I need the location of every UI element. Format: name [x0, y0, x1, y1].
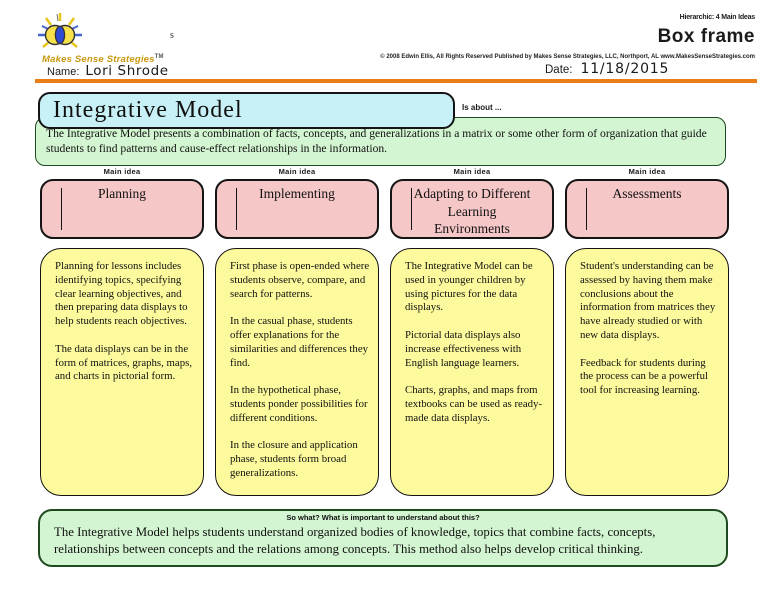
main-idea-heading-box: Implementing — [215, 179, 379, 239]
main-idea-column-assessments: Main idea Assessments Student's understa… — [565, 165, 729, 497]
copyright-text: © 2008 Edwin Ellis, All Rights Reserved … — [380, 54, 755, 60]
detail-text: Planning for lessons includes identifyin… — [55, 260, 193, 383]
main-idea-heading-box: Assessments — [565, 179, 729, 239]
heading-box-divider-line — [586, 188, 587, 230]
summary-text: The Integrative Model helps students und… — [54, 525, 656, 556]
sun-venn-logo-icon — [38, 13, 82, 48]
main-idea-heading: Adapting to Different Learning Environme… — [413, 186, 531, 236]
detail-text: Student's understanding can be assessed … — [580, 260, 716, 397]
main-idea-column-adapting: Main idea Adapting to Different Learning… — [390, 165, 554, 497]
trademark-symbol: TM — [154, 54, 164, 60]
stray-s-text: s — [170, 30, 174, 41]
main-idea-heading: Planning — [97, 186, 146, 201]
topic-title-box: Integrative Model — [38, 92, 455, 129]
detail-box: Planning for lessons includes identifyin… — [40, 248, 204, 496]
is-about-label: Is about ... — [462, 103, 502, 112]
name-row: Name: Lori Shrode — [47, 63, 169, 79]
heading-box-divider-line — [411, 188, 412, 230]
main-idea-label: Main idea — [278, 167, 316, 176]
date-value: 11/18/2015 — [580, 61, 670, 77]
so-what-summary-box: So what? What is important to understand… — [38, 509, 728, 567]
main-idea-column-implementing: Main idea Implementing First phase is op… — [215, 165, 379, 497]
hierarchic-label: Hierarchic: 4 Main Ideas — [679, 14, 756, 21]
main-idea-label: Main idea — [453, 167, 491, 176]
template-title: Box frame — [657, 26, 755, 47]
so-what-label: So what? What is important to understand… — [286, 513, 480, 522]
detail-text: First phase is open-ended where students… — [230, 260, 370, 479]
main-idea-heading: Assessments — [612, 186, 682, 201]
detail-text: The Integrative Model can be used in you… — [405, 260, 543, 424]
main-idea-heading-box: Planning — [40, 179, 204, 239]
detail-box: Student's understanding can be assessed … — [565, 248, 729, 496]
name-label: Name: — [47, 66, 80, 78]
heading-box-divider-line — [236, 188, 237, 230]
main-idea-heading: Implementing — [259, 186, 335, 201]
detail-box: The Integrative Model can be used in you… — [390, 248, 554, 496]
heading-box-divider-line — [61, 188, 62, 230]
main-idea-heading-box: Adapting to Different Learning Environme… — [390, 179, 554, 239]
brand-wordmark: Makes Sense StrategiesTM — [42, 54, 164, 65]
main-idea-label: Main idea — [103, 167, 141, 176]
detail-box: First phase is open-ended where students… — [215, 248, 379, 496]
header-divider — [35, 79, 757, 83]
is-about-description-text: The Integrative Model presents a combina… — [46, 127, 707, 155]
date-row: Date: 11/18/2015 — [545, 61, 669, 77]
name-value: Lori Shrode — [85, 63, 169, 79]
date-label: Date: — [545, 64, 573, 76]
main-idea-column-planning: Main idea Planning Planning for lessons … — [40, 165, 204, 497]
main-idea-label: Main idea — [628, 167, 666, 176]
